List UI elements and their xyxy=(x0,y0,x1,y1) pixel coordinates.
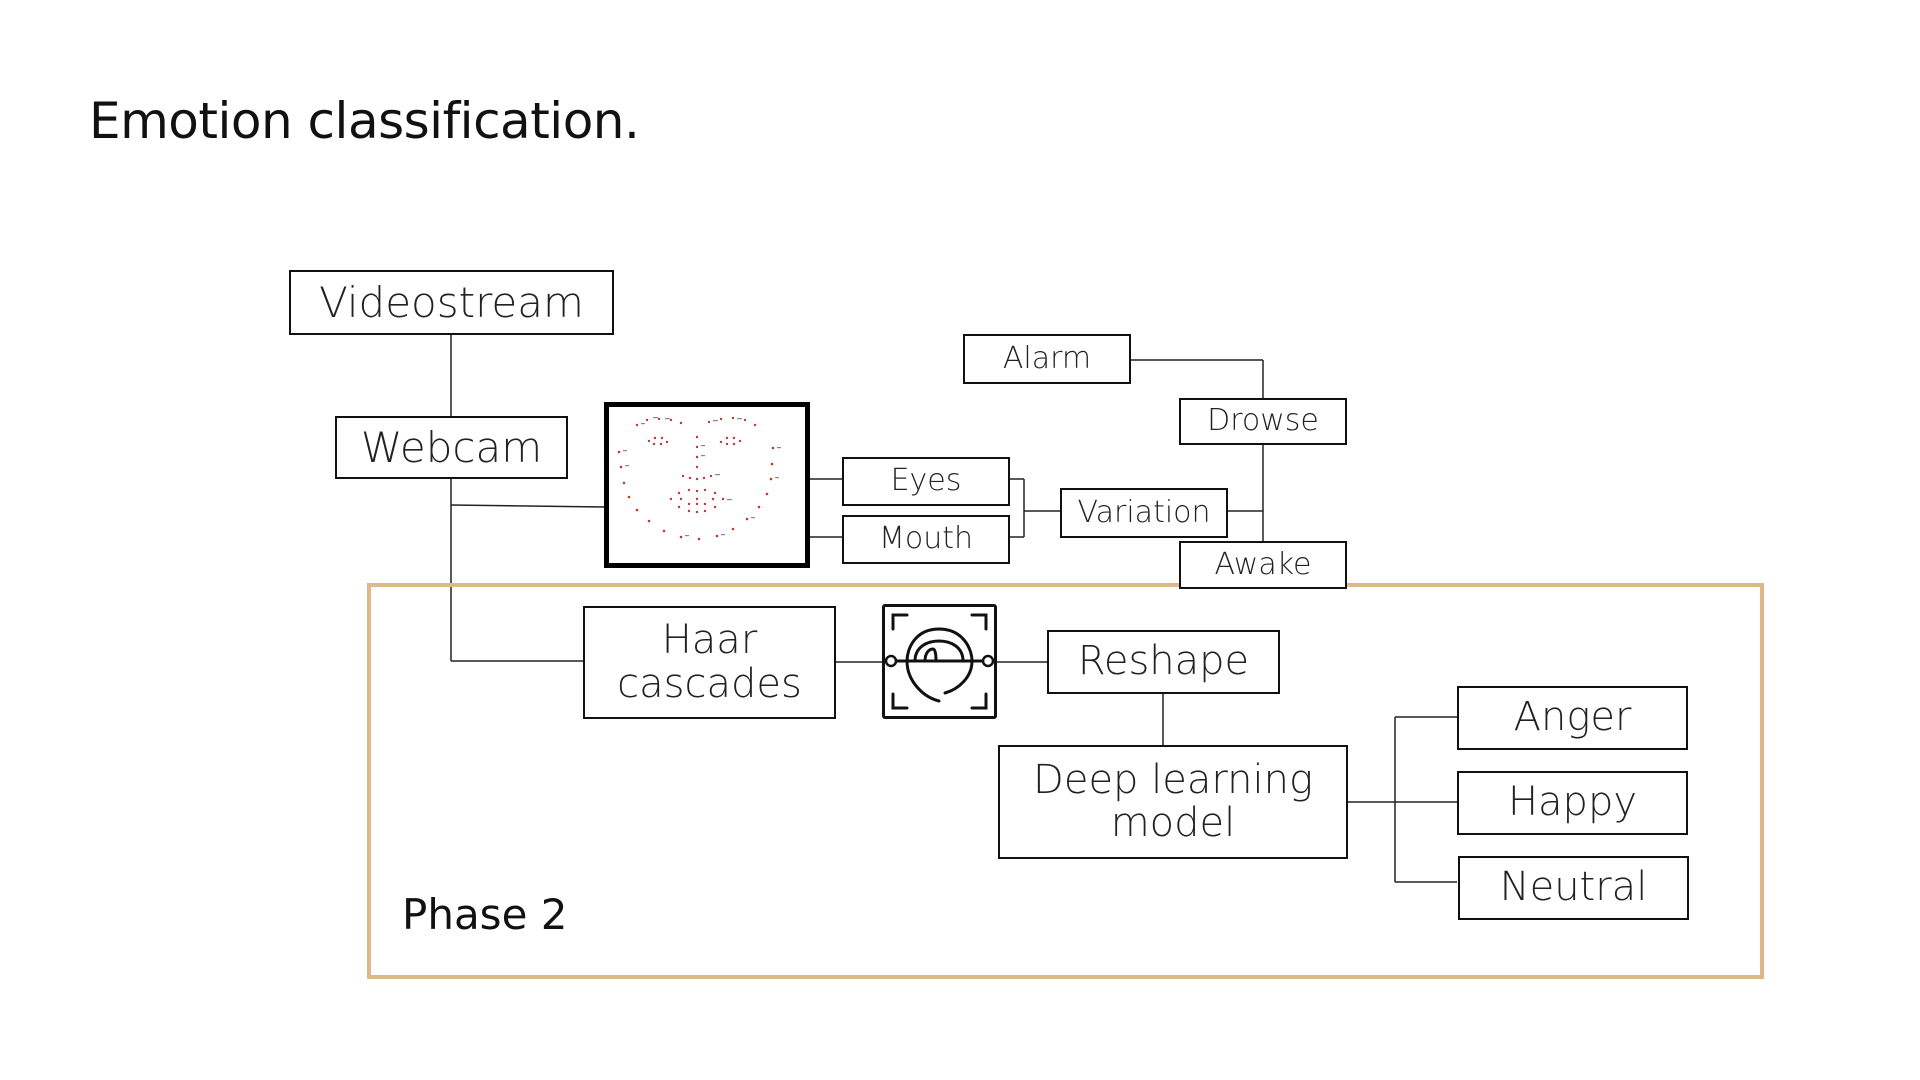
phase-2-frame xyxy=(367,583,1764,979)
node-eyes: Eyes xyxy=(842,457,1010,506)
model-label-line1: Deep learning xyxy=(1033,756,1313,803)
node-videostream: Videostream xyxy=(289,270,614,335)
face-detection-icon xyxy=(882,604,997,719)
node-anger: Anger xyxy=(1457,686,1688,750)
node-deep-learning-model: Deep learning model xyxy=(998,745,1348,859)
node-drowse: Drowse xyxy=(1179,398,1347,445)
node-happy: Happy xyxy=(1457,771,1688,835)
haar-label-line1: Haar xyxy=(661,617,758,664)
haar-label-line2: cascades xyxy=(617,660,802,707)
node-variation: Variation xyxy=(1060,488,1228,538)
slide-title: Emotion classification. xyxy=(89,92,640,150)
node-neutral: Neutral xyxy=(1458,856,1689,920)
node-awake: Awake xyxy=(1179,541,1347,589)
node-reshape: Reshape xyxy=(1047,630,1280,694)
facial-landmarks-plot-icon xyxy=(604,402,810,568)
node-haar-cascades: Haar cascades xyxy=(583,606,836,719)
model-label-line2: model xyxy=(1110,800,1236,846)
node-mouth: Mouth xyxy=(842,515,1010,564)
node-alarm: Alarm xyxy=(963,334,1131,384)
phase-label: Phase 2 xyxy=(402,890,568,939)
node-webcam: Webcam xyxy=(335,416,568,479)
